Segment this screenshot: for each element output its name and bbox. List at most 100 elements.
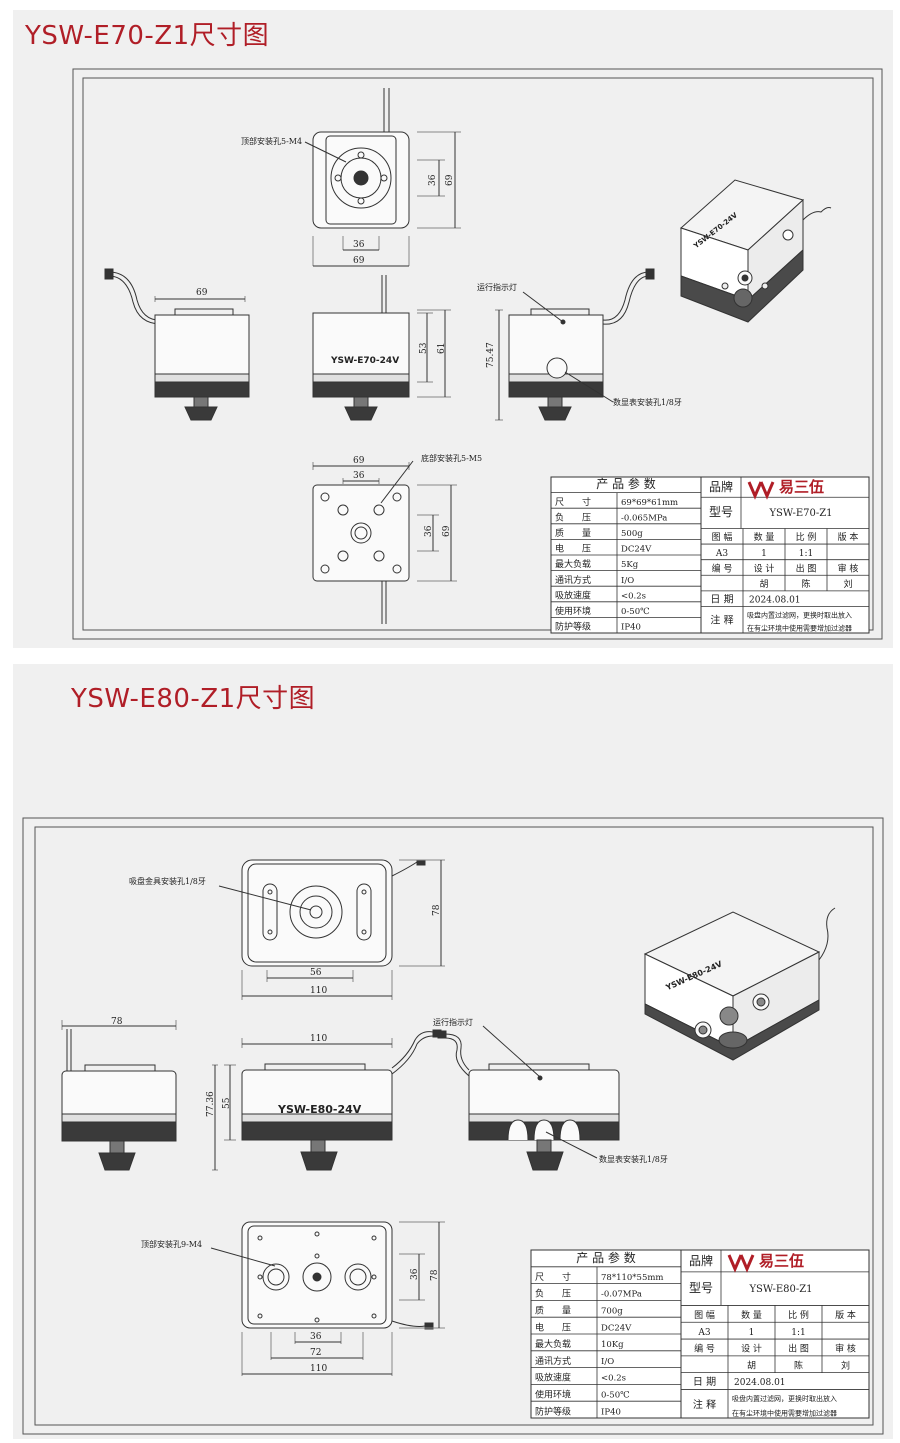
grid-value: 刘: [841, 1359, 850, 1371]
dim-top-inner-h: 36: [353, 240, 365, 250]
spec-label: 电 压: [555, 543, 591, 555]
dim-bottom-inner-v: 36: [424, 525, 434, 537]
drawing-title: YSW-E70-Z1尺寸图: [25, 21, 270, 51]
callout-top-holes: 吸盘金具安装孔1/8牙: [129, 876, 206, 886]
grid-value: 1: [761, 549, 767, 559]
note-line: 吸盘内置过滤网，更换时取出放入: [732, 1394, 837, 1403]
grid-header: 出 图: [796, 562, 817, 574]
e80-top-view: [218, 859, 445, 1000]
e80-front-view: [212, 1029, 442, 1171]
spec-value: IP40: [601, 1407, 621, 1417]
spec-label: 通讯方式: [555, 574, 591, 586]
dim-top-outer-h: 110: [310, 986, 327, 996]
e70-front-view: [312, 275, 451, 421]
grid-header: 出 图: [788, 1343, 809, 1355]
spec-label: 防护等级: [535, 1405, 571, 1417]
dim-bottom-outer-v: 69: [442, 525, 452, 537]
e80-drawing: 吸盘金具安装孔1/8牙 56 110 78 78: [22, 817, 884, 1435]
table-header: 产 品 参 数: [576, 1250, 635, 1265]
e80-isometric-view: YSW-E80-24V: [643, 907, 836, 1061]
dim-top-outer-h: 69: [353, 256, 365, 266]
dim-front-total: 77.36: [206, 1091, 216, 1117]
brand-logo-text: 易三伍: [779, 478, 824, 496]
brand-label: 品牌: [709, 480, 733, 494]
grid-value: 1:1: [791, 1328, 805, 1338]
spec-value: 0-50℃: [621, 607, 650, 617]
spec-value: -0.07MPa: [601, 1290, 642, 1300]
grid-header: 版 本: [838, 531, 859, 543]
callout-indicator: 运行指示灯: [477, 282, 517, 292]
dim-front-body: 53: [419, 342, 429, 354]
spec-label: 质 量: [555, 527, 591, 539]
spec-label: 尺 寸: [555, 496, 591, 508]
date-value: 2024.08.01: [734, 1378, 786, 1388]
callout-gauge-hole: 数显表安装孔1/8牙: [613, 397, 682, 407]
spec-value: 78*110*55mm: [601, 1273, 663, 1283]
grid-header: 版 本: [835, 1309, 856, 1321]
drawing-panel-e70: YSW-E70-Z1尺寸图 顶部安装孔5-M4 36 69 36 69: [13, 10, 893, 648]
spec-value: <0.2s: [601, 1374, 626, 1384]
model-value: YSW-E80-Z1: [748, 1284, 812, 1295]
brand-logo-text: 易三伍: [759, 1252, 804, 1270]
e80-right-view: [437, 1025, 620, 1171]
dim-bottom-inner-h: 36: [353, 471, 365, 481]
grid-value: 1: [749, 1328, 755, 1338]
model-value: YSW-E70-Z1: [768, 508, 832, 519]
spec-value: I/O: [621, 576, 634, 586]
date-value: 2024.08.01: [749, 596, 801, 606]
dim-front-total: 61: [437, 343, 447, 354]
note-line: 在有尘环境中使用需要增加过滤器: [747, 624, 852, 633]
e70-top-view: [304, 88, 461, 267]
spec-label: 吸放速度: [535, 1372, 571, 1384]
spec-value: -0.065MPa: [621, 513, 667, 523]
dim-bottom-h3: 110: [310, 1364, 327, 1374]
dim-top-v: 78: [432, 904, 442, 916]
grid-header: 比 例: [796, 531, 817, 543]
grid-value: 刘: [843, 578, 852, 590]
note-label: 注 释: [710, 614, 733, 627]
spec-label: 负 压: [555, 511, 591, 523]
callout-bottom-holes: 底部安装孔5-M5: [421, 453, 482, 463]
dim-bottom-h1: 36: [310, 1332, 322, 1342]
frame-inner: [82, 77, 874, 631]
e70-isometric-view: YSW-E70-24V: [680, 179, 832, 323]
e80-bottom-view: [210, 1221, 445, 1376]
spec-label: 负 压: [535, 1288, 571, 1300]
spec-label: 使用环境: [555, 605, 591, 617]
grid-header: 数 量: [741, 1309, 762, 1321]
table-header: 产 品 参 数: [596, 476, 655, 491]
spec-value: 700g: [601, 1307, 623, 1317]
spec-label: 通讯方式: [535, 1355, 571, 1367]
note-line: 吸盘内置过滤网，更换时取出放入: [747, 610, 852, 619]
model-label: 型号: [689, 1281, 713, 1295]
callout-gauge-hole: 数显表安装孔1/8牙: [599, 1154, 668, 1164]
dim-side-width: 69: [196, 288, 208, 298]
grid-header: 编 号: [712, 562, 733, 574]
brand-logo-icon: [727, 1254, 755, 1273]
spec-label: 质 量: [535, 1305, 571, 1317]
spec-value: <0.2s: [621, 591, 646, 601]
spec-value: 10Kg: [601, 1340, 624, 1350]
grid-header: 审 核: [835, 1343, 856, 1355]
note-label: 注 释: [693, 1398, 716, 1411]
dim-bottom-v-outer: 78: [430, 1269, 440, 1281]
callout-bottom-holes: 顶部安装孔9-M4: [141, 1239, 202, 1249]
spec-value: DC24V: [621, 545, 652, 555]
grid-header: 设 计: [754, 562, 775, 574]
dim-top-inner-h: 56: [310, 968, 322, 978]
dim-bottom-v-inner: 36: [410, 1268, 420, 1280]
spec-label: 吸放速度: [555, 589, 591, 601]
grid-value: A3: [697, 1328, 710, 1338]
spec-label: 最大负载: [555, 558, 591, 570]
dim-front-width: 110: [310, 1034, 327, 1044]
spec-label: 尺 寸: [535, 1271, 571, 1283]
dim-side-width: 78: [111, 1017, 123, 1027]
e70-left-view: [104, 268, 250, 421]
spec-value: 0-50℃: [601, 1391, 630, 1401]
dim-top-inner-v: 36: [428, 174, 438, 186]
spec-value: 5Kg: [621, 560, 639, 570]
spec-value: 500g: [621, 529, 643, 539]
date-label: 日 期: [693, 1376, 716, 1388]
